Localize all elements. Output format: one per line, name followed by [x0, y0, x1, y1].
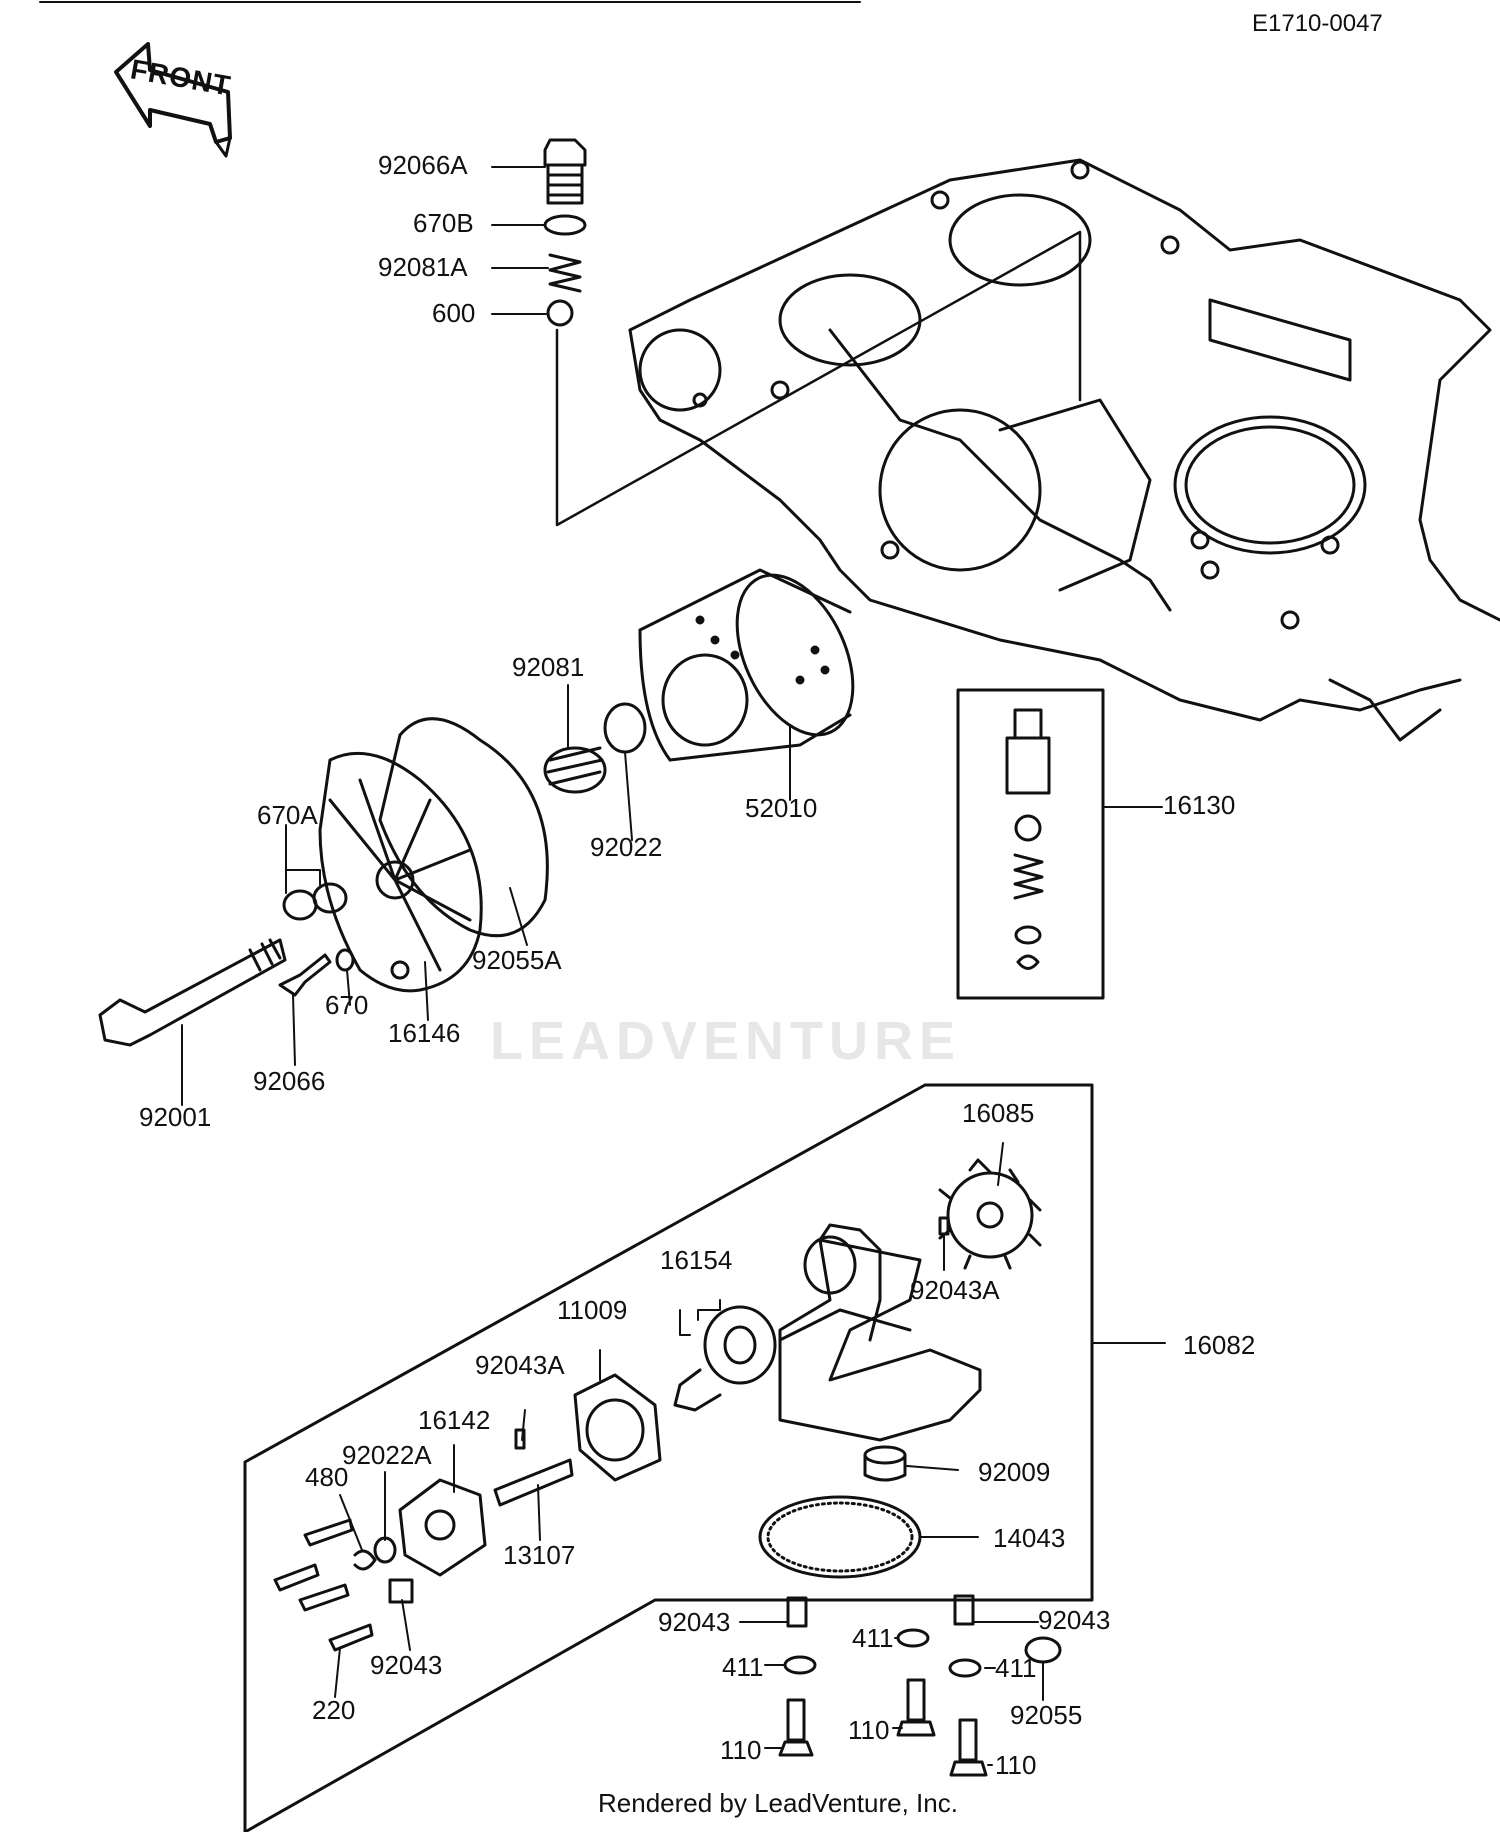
front-arrow-icon [114, 42, 232, 158]
washer-411-mid-icon [896, 1628, 930, 1648]
part-label-92066[interactable]: 92066 [253, 1066, 326, 1096]
pump-body-icon [778, 1223, 982, 1442]
part-label-92009[interactable]: 92009 [978, 1457, 1051, 1487]
part-label-11009[interactable]: 11009 [557, 1295, 628, 1325]
washer-670-icon [335, 948, 355, 972]
washer-670A-left-icon [282, 889, 318, 921]
part-label-411-mid[interactable]: 411 [852, 1623, 894, 1653]
gasket-11009-icon [573, 1373, 662, 1482]
pin-92043A-left-icon [514, 1428, 526, 1450]
part-label-13107[interactable]: 13107 [503, 1540, 576, 1570]
part-label-92022[interactable]: 92022 [590, 832, 663, 862]
relief-valve-box [956, 688, 1105, 1000]
spring-92081-icon [543, 746, 607, 794]
part-label-600[interactable]: 600 [432, 298, 476, 328]
collar-92043-mid-icon [786, 1596, 808, 1628]
part-label-411-left[interactable]: 411 [722, 1652, 764, 1682]
part-label-411-right[interactable]: 411 [995, 1653, 1037, 1683]
strainer-14043-icon [758, 1495, 922, 1579]
part-label-16082[interactable]: 16082 [1183, 1330, 1256, 1360]
part-label-92055[interactable]: 92055 [1010, 1700, 1083, 1730]
part-label-670B[interactable]: 670B [413, 208, 474, 238]
part-label-92043-left[interactable]: 92043 [370, 1650, 443, 1680]
bolt-92066A-icon [543, 138, 587, 205]
screw-220-icon [273, 1518, 374, 1652]
spring-92081A-icon [548, 253, 582, 293]
bolt-92066-icon [278, 953, 332, 997]
bolt-110-mid-icon [896, 1678, 936, 1737]
ball-600-icon [546, 299, 574, 327]
part-label-92043A-left[interactable]: 92043A [475, 1350, 565, 1380]
render-credit: Rendered by LeadVenture, Inc. [598, 1788, 958, 1818]
part-label-480[interactable]: 480 [305, 1462, 349, 1492]
part-label-92022A[interactable]: 92022A [342, 1440, 432, 1470]
part-label-110-right[interactable]: 110 [995, 1750, 1037, 1780]
washer-92022-icon [603, 702, 647, 754]
part-label-92001[interactable]: 92001 [139, 1102, 212, 1132]
watermark: LEADVENTURE [490, 1011, 962, 1071]
collar-92043-right-icon [953, 1594, 975, 1626]
part-label-92081[interactable]: 92081 [512, 652, 585, 682]
assembly-leader-line [555, 230, 1082, 527]
washer-670A-right-icon [312, 882, 348, 914]
part-label-92081A[interactable]: 92081A [378, 252, 468, 282]
part-label-16142[interactable]: 16142 [418, 1405, 491, 1435]
part-label-16085[interactable]: 16085 [962, 1098, 1035, 1128]
part-label-16146[interactable]: 16146 [388, 1018, 461, 1048]
oil-filter-52010-icon [638, 568, 855, 762]
part-label-16154[interactable]: 16154 [660, 1245, 733, 1275]
part-label-670[interactable]: 670 [325, 990, 369, 1020]
part-label-14043[interactable]: 14043 [993, 1523, 1066, 1553]
part-label-110-mid[interactable]: 110 [848, 1715, 890, 1745]
shaft-13107-icon [493, 1458, 574, 1507]
bolt-110-right-icon [949, 1718, 988, 1777]
part-label-52010[interactable]: 52010 [745, 793, 818, 823]
pin-92043A-top-icon [938, 1216, 950, 1236]
oil-pump-assembly-box [243, 1083, 1094, 1832]
part-label-670A[interactable]: 670A [257, 800, 318, 830]
part-label-92043A-top[interactable]: 92043A [910, 1275, 1000, 1305]
filter-cover-16146-icon [318, 751, 483, 993]
washer-411-right-icon [948, 1658, 982, 1678]
crankcase-block [628, 158, 1500, 742]
washer-92022A-icon [373, 1536, 397, 1564]
part-label-92043-mid[interactable]: 92043 [658, 1607, 731, 1637]
relief-valve-16130-icon [1005, 708, 1051, 970]
part-label-92043-right[interactable]: 92043 [1038, 1605, 1111, 1635]
leader-lines [181, 166, 1166, 1766]
washer-670B-icon [543, 214, 587, 236]
cover-16142-icon [398, 1478, 487, 1577]
rotor-16154-icon [673, 1305, 777, 1412]
gear-16085-icon [938, 1158, 1042, 1270]
part-label-16130[interactable]: 16130 [1163, 790, 1236, 820]
part-label-92066A[interactable]: 92066A [378, 150, 468, 180]
clip-480-icon [353, 1549, 377, 1571]
washer-411-left-icon [783, 1655, 817, 1675]
part-label-110-left[interactable]: 110 [720, 1735, 762, 1765]
diagram-code: E1710-0047 [1252, 10, 1383, 37]
bolt-110-left-icon [778, 1698, 814, 1757]
part-label-92055A[interactable]: 92055A [472, 945, 562, 975]
collar-92043-left-icon [388, 1578, 414, 1604]
bolt-92001-icon [98, 938, 287, 1047]
part-label-220[interactable]: 220 [312, 1695, 356, 1725]
cap-92009-icon [863, 1445, 907, 1482]
